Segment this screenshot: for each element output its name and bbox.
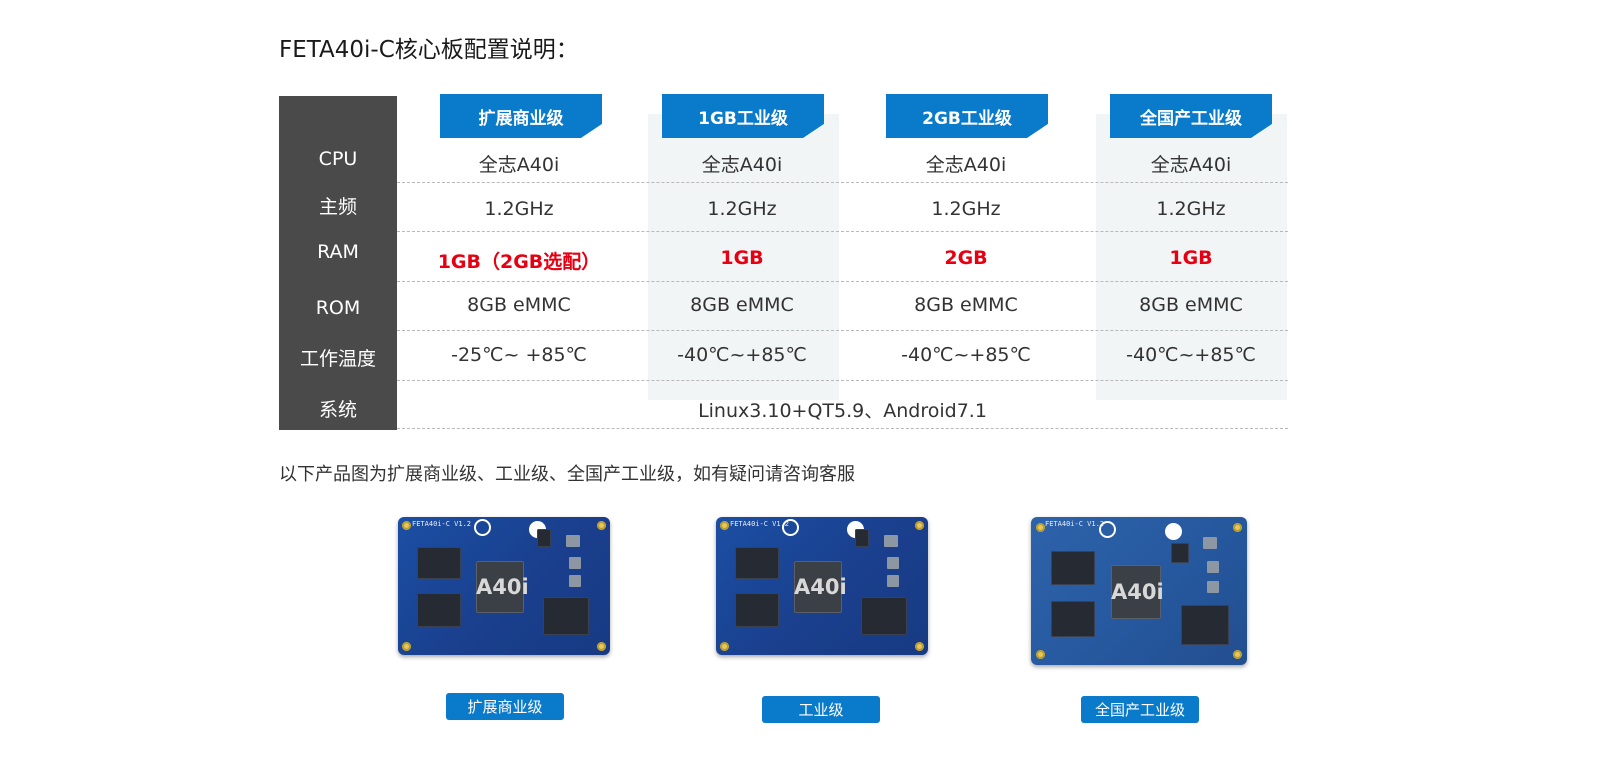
soc-chip: A40i (1111, 565, 1164, 619)
component (1207, 581, 1219, 593)
cell-cpu: 全志A40i (1150, 154, 1232, 176)
mounting-pad (1036, 650, 1045, 659)
memory-chip (417, 547, 461, 579)
soc-chip: A40i (476, 561, 529, 613)
product-caption-industrial: 工业级 (762, 696, 880, 723)
product-caption-extended-commercial: 扩展商业级 (446, 693, 564, 720)
memory-chip (1051, 551, 1095, 585)
direction-icon (1165, 523, 1182, 540)
mounting-pad (402, 642, 411, 651)
cell-cpu: 全志A40i (701, 154, 783, 176)
column-shade (648, 114, 839, 400)
row-label-column (279, 96, 397, 430)
column-shade (1096, 114, 1287, 400)
cell-system: Linux3.10+QT5.9、Android7.1 (698, 400, 987, 422)
row-divider (397, 281, 1288, 282)
emmc-chip (1181, 605, 1229, 645)
memory-chip (1051, 601, 1095, 637)
mounting-pad (915, 521, 924, 530)
cell-ram: 2GB (944, 247, 988, 269)
row-divider (397, 330, 1288, 331)
cell-frequency: 1.2GHz (1156, 198, 1226, 220)
cell-ram: 1GB (1169, 247, 1213, 269)
mounting-pad (1233, 523, 1242, 532)
pmic-chip (855, 529, 869, 547)
row-label-cpu: CPU (318, 148, 358, 170)
cell-rom: 8GB eMMC (467, 294, 571, 316)
no-lead-icon (782, 519, 799, 536)
cell-cpu: 全志A40i (478, 154, 560, 176)
component (1207, 561, 1219, 573)
component (569, 557, 581, 569)
cell-cpu: 全志A40i (925, 154, 1007, 176)
cell-temperature: -25℃~ +85℃ (451, 344, 587, 366)
emmc-chip (543, 597, 589, 635)
cell-ram: 1GB（2GB选配） (437, 251, 601, 273)
pmic-chip (537, 529, 551, 547)
no-lead-icon (1099, 521, 1116, 538)
row-label-temperature: 工作温度 (299, 348, 376, 370)
cell-temperature: -40℃~+85℃ (901, 344, 1031, 366)
mounting-pad (597, 642, 606, 651)
board-silkscreen: FETA40i-C V1.2 (1045, 520, 1105, 528)
soc-chip: A40i (794, 561, 847, 613)
cell-rom: 8GB eMMC (914, 294, 1018, 316)
mounting-pad (402, 521, 411, 530)
mounting-pad (597, 521, 606, 530)
component (887, 557, 899, 569)
cell-rom: 8GB eMMC (690, 294, 794, 316)
pmic-chip (1171, 543, 1189, 563)
no-lead-icon (474, 519, 491, 536)
mounting-pad (1036, 523, 1045, 532)
cell-frequency: 1.2GHz (484, 198, 554, 220)
column-header-domestic-industrial: 全国产工业级 (1110, 94, 1272, 138)
board-silkscreen: FETA40i-C V1.2 (412, 520, 472, 528)
product-image-domestic-industrial: FETA40i-C V1.2 A40i (1031, 517, 1247, 665)
row-divider (397, 182, 1288, 183)
board-silkscreen: FETA40i-C V1.2 (730, 520, 790, 528)
cell-rom: 8GB eMMC (1139, 294, 1243, 316)
mounting-pad (1233, 650, 1242, 659)
component (566, 535, 580, 547)
row-label-ram: RAM (317, 241, 359, 263)
row-divider (397, 231, 1288, 232)
page-title: FETA40i-C核心板配置说明： (279, 37, 579, 63)
memory-chip (735, 547, 779, 579)
row-divider (397, 380, 1288, 381)
cell-ram: 1GB (720, 247, 764, 269)
mounting-pad (720, 642, 729, 651)
row-label-system: 系统 (318, 399, 357, 421)
cell-frequency: 1.2GHz (931, 198, 1001, 220)
row-label-rom: ROM (315, 297, 361, 319)
cell-temperature: -40℃~+85℃ (1126, 344, 1256, 366)
emmc-chip (861, 597, 907, 635)
memory-chip (735, 593, 779, 627)
memory-chip (417, 593, 461, 627)
cell-frequency: 1.2GHz (707, 198, 777, 220)
cell-temperature: -40℃~+85℃ (677, 344, 807, 366)
product-image-extended-commercial: FETA40i-C V1.2 A40i (398, 517, 610, 655)
mounting-pad (720, 521, 729, 530)
product-caption-domestic-industrial: 全国产工业级 (1081, 696, 1199, 723)
component (569, 575, 581, 587)
row-divider (397, 428, 1288, 429)
column-header-2gb-industrial: 2GB工业级 (886, 94, 1048, 138)
row-label-frequency: 主频 (318, 196, 357, 218)
component (1203, 537, 1217, 549)
mounting-pad (915, 642, 924, 651)
product-image-industrial: FETA40i-C V1.2 A40i (716, 517, 928, 655)
component (884, 535, 898, 547)
column-header-1gb-industrial: 1GB工业级 (662, 94, 824, 138)
column-header-extended-commercial: 扩展商业级 (440, 94, 602, 138)
spec-table: 扩展商业级 1GB工业级 2GB工业级 全国产工业级 CPU 主频 RAM RO… (279, 94, 1288, 430)
component (887, 575, 899, 587)
product-note: 以下产品图为扩展商业级、工业级、全国产工业级，如有疑问请咨询客服 (279, 464, 855, 485)
